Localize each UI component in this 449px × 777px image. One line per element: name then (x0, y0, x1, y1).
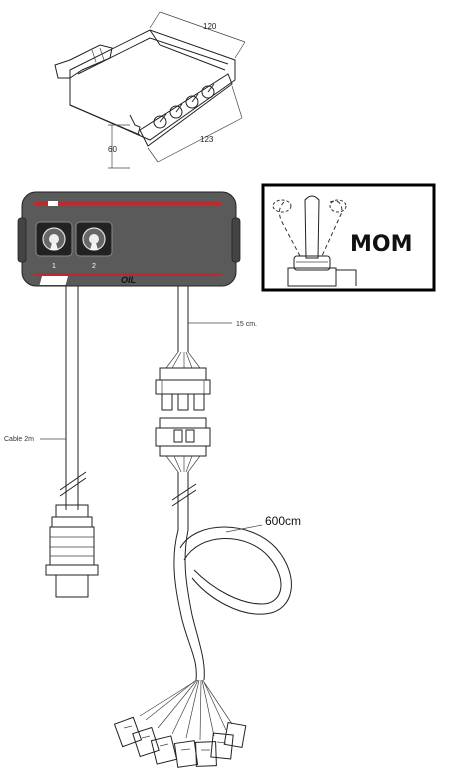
box-switches (153, 83, 215, 129)
brand-logo: OIL (121, 275, 136, 285)
multi-pin-plug (155, 367, 211, 411)
main-cable-2m: Cable 2m (4, 286, 99, 598)
mom-label: MOM (350, 232, 413, 257)
switch-label-2: 2 (92, 263, 96, 270)
long-cable-label: 600cm (265, 514, 301, 528)
dim-depth: 123 (200, 135, 214, 144)
top-red-stripe (34, 202, 222, 205)
multi-pin-socket (155, 417, 211, 457)
mom-inset: MOM (261, 183, 436, 292)
right-cable-assembly: 15 cm. (113, 286, 301, 768)
fan-out-wires (139, 679, 233, 741)
dim-height: 60 (108, 145, 117, 154)
dim-width: 120 (203, 22, 217, 31)
round-connector (45, 504, 99, 598)
toggle-switch-1[interactable] (35, 221, 73, 257)
cable-2m-label: Cable 2m (4, 436, 34, 443)
control-panel: 1 2 OIL (17, 191, 241, 287)
cable-loop-600cm (173, 526, 292, 681)
isometric-box-drawing: 120 123 60 (54, 11, 246, 169)
bottom-red-stripe (34, 273, 222, 276)
wire-terminals (113, 716, 247, 768)
short-cable-label: 15 cm. (236, 321, 257, 328)
toggle-switch-2[interactable] (75, 221, 113, 257)
momentary-toggle-icon (272, 195, 357, 287)
switch-label-1: 1 (52, 263, 56, 270)
